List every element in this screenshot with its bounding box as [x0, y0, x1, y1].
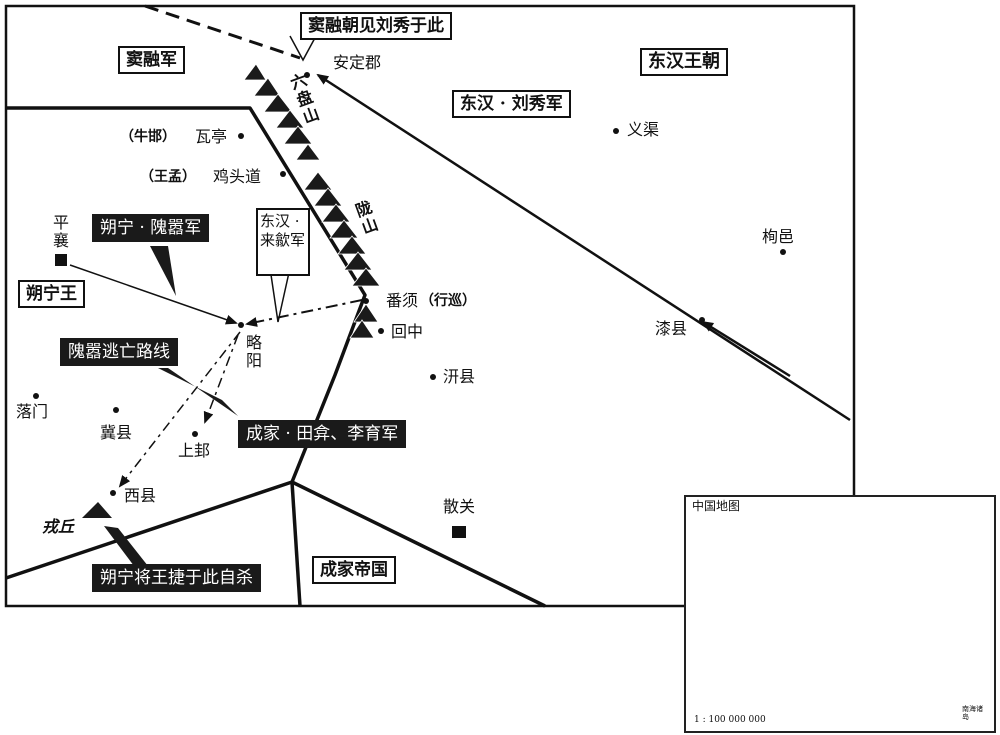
label-fanxu-note: （行巡）: [420, 293, 476, 309]
dot-fanxu: [363, 298, 369, 304]
label-qianxian: 汧县: [443, 367, 476, 386]
box-donghan: 东汉王朝: [640, 48, 728, 76]
label-yiqu: 义渠: [627, 120, 660, 139]
label-lueyang: 略阳: [245, 333, 262, 370]
territory-borders: [5, 106, 546, 608]
dark-chengjia-army: 成家 · 田弇、李育军: [238, 420, 407, 448]
label-huizhong: 回中: [391, 322, 424, 341]
label-fanxu: 番须: [386, 291, 419, 310]
box-chengjia-empire: 成家帝国: [312, 556, 396, 584]
dark-shuoning-weixiao: 朔宁 · 隗嚣军: [92, 214, 210, 242]
dot-lueyang: [238, 322, 244, 328]
dourong-route: [144, 4, 301, 60]
dot-andingjun: [304, 72, 310, 78]
pingxiang-marker: [55, 254, 67, 266]
liuxiu-route-upper: [316, 73, 851, 422]
label-pingxiang: 平襄: [52, 213, 69, 250]
dot-waiting: [238, 133, 244, 139]
label-qixian: 漆县: [655, 319, 688, 338]
label-luomen: 落门: [16, 402, 49, 421]
dot-qianxian: [430, 374, 436, 380]
escape-route-shanggui: [203, 334, 239, 424]
rongqiu-mountain: [82, 502, 112, 518]
label-shanggui: 上邽: [178, 441, 211, 460]
callout-pointers: [269, 35, 317, 323]
laixi-route: [245, 299, 363, 327]
dot-xixian: [110, 490, 116, 496]
inset-scale: 1 : 100 000 000: [694, 715, 766, 725]
label-rongqiu: 戎丘: [42, 517, 75, 536]
label-waiting: 瓦亭: [195, 127, 228, 146]
dot-luomen: [33, 393, 39, 399]
label-jixian: 冀县: [100, 423, 133, 442]
liuxiu-route-lower: [701, 320, 791, 378]
label-andingjun: 安定郡: [333, 53, 382, 72]
dark-general-suicide: 朔宁将王捷于此自杀: [92, 564, 261, 592]
box-liuxiu-army: 东汉 · 刘秀军: [452, 90, 571, 118]
liupan-mountain-range: [243, 63, 321, 161]
map-frame: [4, 4, 856, 608]
long-mountain-range: [303, 171, 381, 339]
label-jitou-prefix: （王孟）: [140, 169, 196, 185]
dot-huizhong: [378, 328, 384, 334]
laixi-army-text: 东汉 · 来歙军: [260, 212, 306, 249]
escape-route-xixian: [118, 331, 241, 488]
label-jitoudao: 鸡头道: [213, 167, 262, 186]
weixiao-army-route: [69, 264, 238, 325]
dot-jixian: [113, 407, 119, 413]
dot-xunyi: [780, 249, 786, 255]
label-waiting-prefix: （牛邯）: [120, 129, 176, 145]
inset-nanhai: 南海诸岛: [962, 705, 983, 721]
dark-weixiao-escape: 隗嚣逃亡路线: [60, 338, 178, 366]
dot-yiqu: [613, 128, 619, 134]
box-laixi-army: 东汉 · 来歙军: [256, 208, 310, 276]
dot-jitoudao: [280, 171, 286, 177]
sanguan-marker: [452, 526, 466, 538]
label-sanguan: 散关: [443, 497, 476, 516]
callout-wedges: [104, 246, 238, 566]
label-xunyi: 栒邑: [762, 227, 795, 246]
box-shuoning-wang: 朔宁王: [18, 280, 85, 308]
label-xixian: 西县: [124, 486, 157, 505]
box-dourong-meets: 窦融朝见刘秀于此: [300, 12, 452, 40]
inset-title: 中国地图: [692, 499, 741, 513]
dot-shanggui: [192, 431, 198, 437]
box-dourong-army: 窦融军: [118, 46, 185, 74]
dot-qixian: [699, 317, 705, 323]
inset-china-map: [684, 495, 996, 733]
